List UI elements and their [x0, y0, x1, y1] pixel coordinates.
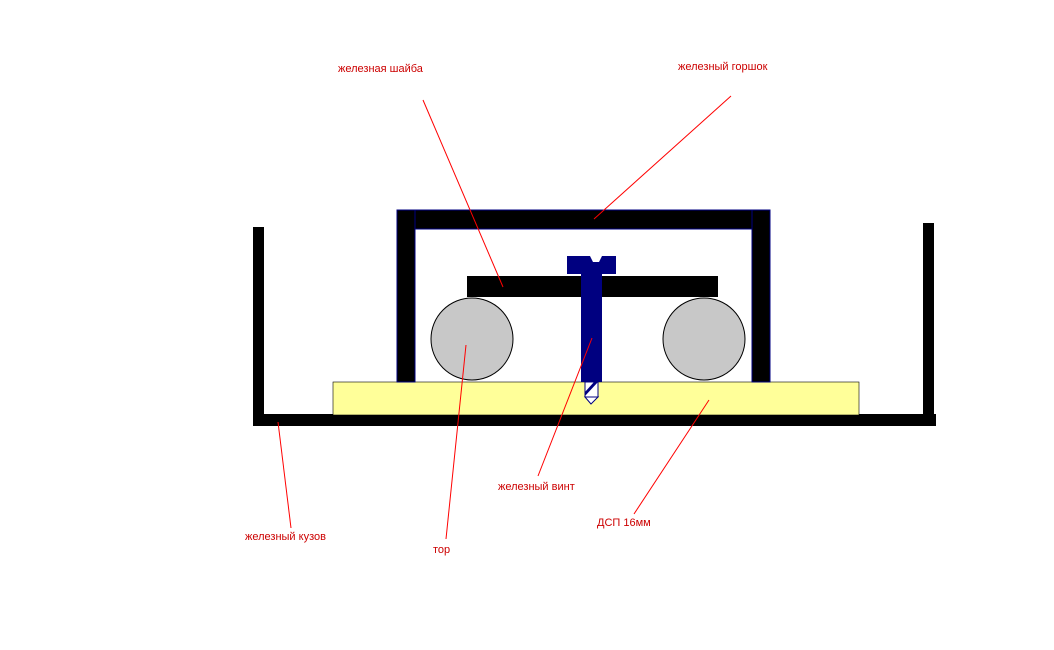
leader-pot — [593, 95, 732, 220]
toroid-right-section — [662, 297, 746, 381]
body-right-wall — [923, 223, 934, 417]
label-screw: железный винт — [498, 481, 575, 493]
labels: железная шайба железный горшок железный … — [245, 61, 768, 556]
label-pot: железный горшок — [678, 61, 768, 73]
body-floor — [253, 414, 936, 426]
leader-board — [633, 399, 710, 515]
label-toroid: тор — [433, 544, 450, 556]
label-washer: железная шайба — [338, 63, 424, 75]
leader-washer — [422, 99, 504, 288]
toroid-left-section — [430, 297, 514, 381]
body-left-wall — [253, 227, 264, 414]
screw-shank — [581, 274, 602, 382]
iron-screw — [567, 256, 616, 405]
leader-body — [277, 421, 292, 529]
screw-thread-hatch — [585, 382, 598, 396]
screw-tip — [583, 396, 600, 405]
leader-lines — [277, 95, 732, 540]
iron-pot — [396, 209, 771, 383]
iron-body — [253, 223, 936, 426]
leader-toroid — [445, 344, 467, 540]
toroid — [430, 297, 746, 381]
screw-head — [567, 256, 616, 274]
screw-thread-box — [584, 381, 599, 398]
pot-top — [396, 209, 771, 230]
pot-left-wall — [396, 209, 416, 383]
pot-right-wall — [751, 209, 771, 383]
label-board: ДСП 16мм — [597, 517, 651, 529]
leader-screw — [537, 337, 593, 477]
label-body: железный кузов — [245, 531, 326, 543]
